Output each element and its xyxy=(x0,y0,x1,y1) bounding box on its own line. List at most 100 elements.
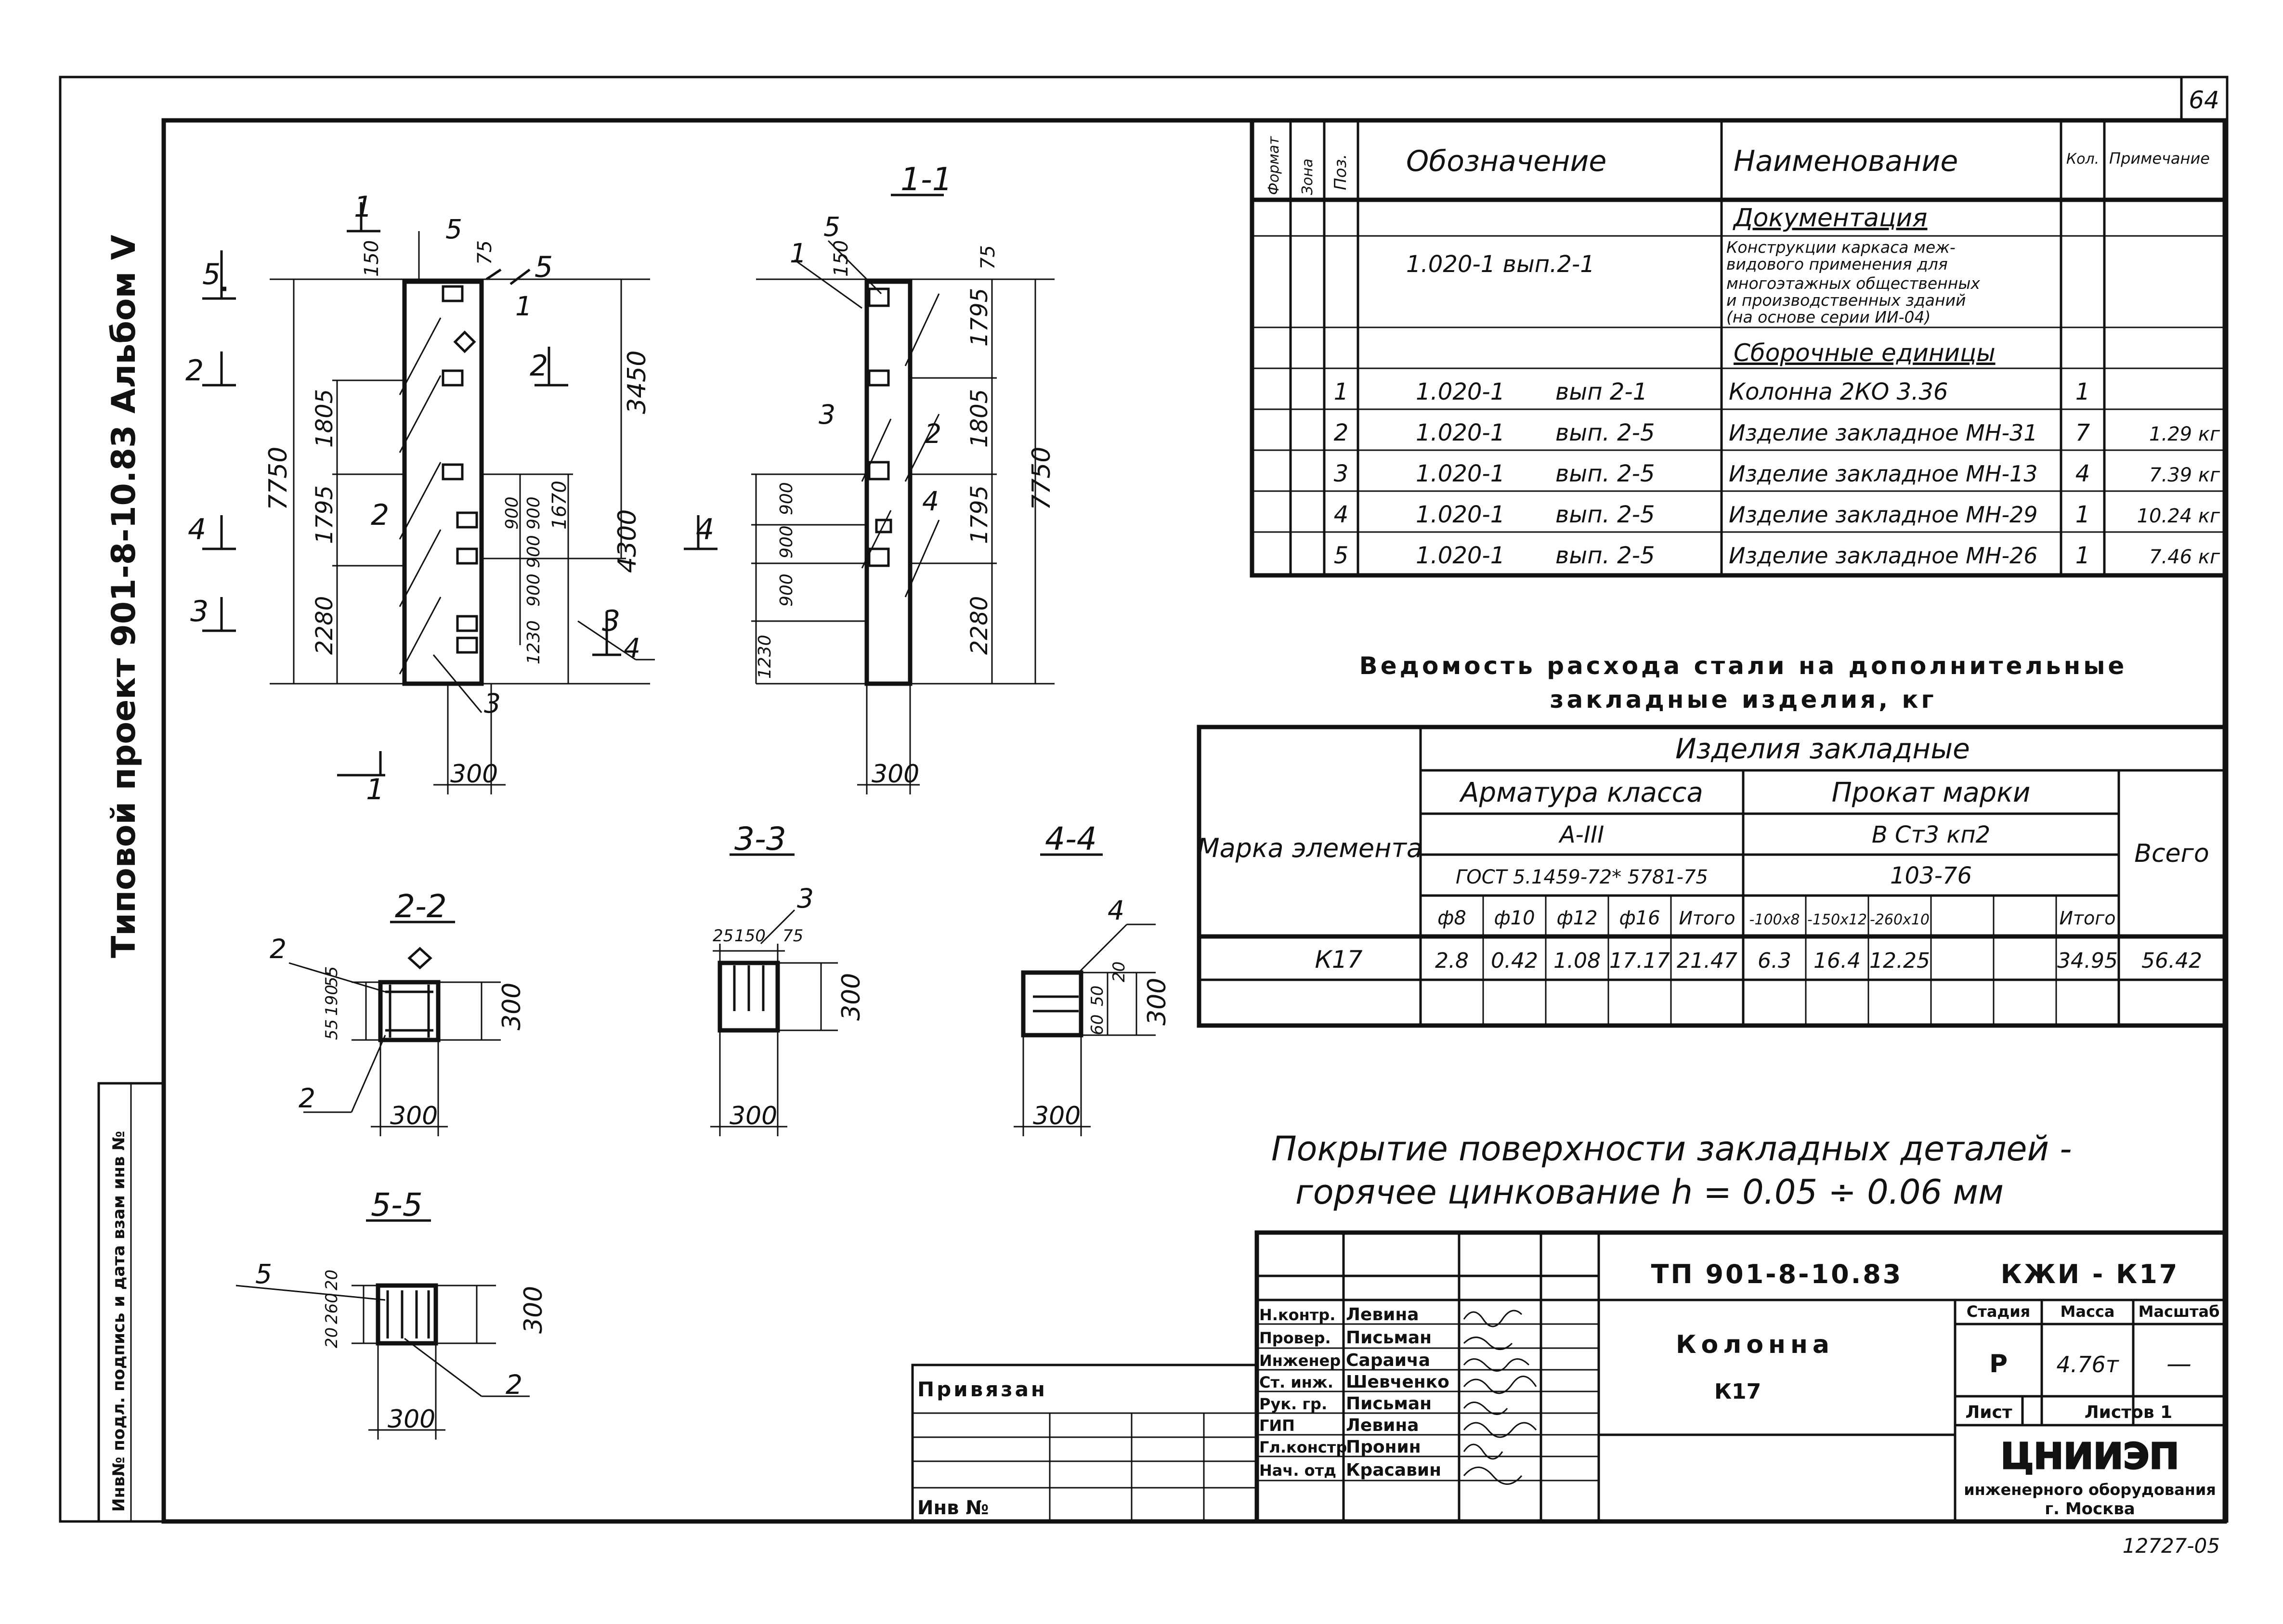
dim-75a: 75 xyxy=(474,240,496,265)
dim-150a: 150 xyxy=(361,240,383,277)
steel-val-4: 17.17 xyxy=(1609,948,1670,973)
s11-pos-1: 1 xyxy=(790,238,807,269)
tb-role-5: ГИП xyxy=(1259,1416,1295,1435)
s11-dim-75: 75 xyxy=(977,245,999,270)
spec-doc-name-4: и производственных зданий xyxy=(1726,291,1966,310)
s11-dim-1795b: 1795 xyxy=(966,485,993,544)
s11-pos-2: 2 xyxy=(925,418,941,449)
dim-1230a: 1230 xyxy=(524,620,544,664)
section-1-1: 1-1 5 1 3 2 4 150 75 17 xyxy=(751,161,1056,794)
section-3-3: 3-3 3 25 150 75 300 300 xyxy=(710,820,866,1136)
spec-row-qty: 1 xyxy=(2075,542,2090,569)
tb-role-3: Ст. инж. xyxy=(1259,1373,1333,1391)
tb-stage: Р xyxy=(1989,1350,2008,1378)
sheet-number: 64 xyxy=(2189,86,2219,114)
steel-val-7: 16.4 xyxy=(1813,948,1861,973)
section-2-2: 2-2 2 2 55 190 55 300 300 xyxy=(270,888,526,1136)
spec-row-pos: 2 xyxy=(1334,419,1349,446)
tb-element-name: Колонна xyxy=(1676,1330,1834,1359)
cut-label-1a: 1 xyxy=(354,190,372,224)
spec-h-name: Наименование xyxy=(1734,144,1958,178)
spec-row-pos: 3 xyxy=(1334,460,1349,487)
s22-pos-2b: 2 xyxy=(299,1083,315,1114)
spec-row-issue: вып 2-1 xyxy=(1555,378,1647,405)
steel-sub-8: -260x10 xyxy=(1870,911,1930,928)
signature-3 xyxy=(1463,1376,1537,1394)
dim-900b: 900 xyxy=(524,496,544,530)
steel-val-6: 6.3 xyxy=(1758,948,1791,973)
tb-role-0: Н.контр. xyxy=(1259,1306,1335,1324)
pos-label-4: 4 xyxy=(624,633,640,663)
s22-dim-55a: 55 xyxy=(322,966,341,987)
spec-row-issue: вып. 2-5 xyxy=(1555,419,1655,446)
spec-row-designation: 1.020-1 xyxy=(1416,460,1505,487)
steel-sub-5: Итого xyxy=(1679,908,1735,929)
tb-name-5: Левина xyxy=(1346,1416,1419,1435)
s44-dim-300h: 300 xyxy=(1033,1102,1081,1130)
s55-dim-20a: 20 xyxy=(322,1270,341,1290)
spec-row-name: Изделие закладное МН-13 xyxy=(1729,461,2038,487)
left-strip-text: Инв№ подл. подпись и дата взам инв № xyxy=(109,1131,129,1512)
section-4-4: 4-4 4 20 50 60 300 300 xyxy=(1014,820,1172,1136)
spec-doc-name-3: многоэтажных общественных xyxy=(1726,274,1980,293)
spec-row-note: 7.46 кг xyxy=(2149,546,2220,568)
s44-dim-300v: 300 xyxy=(1143,978,1172,1026)
column-elevation: 5 5 2 2 4 4 3 3 1 1 5 1 2 3 4 150 75 345… xyxy=(185,190,718,806)
s11-dim-1230: 1230 xyxy=(755,635,775,679)
tb-role-6: Гл.констр xyxy=(1259,1438,1347,1456)
section-1-1-title: 1-1 xyxy=(900,161,952,198)
steel-sub-6: -100x8 xyxy=(1749,911,1800,928)
signature-2 xyxy=(1463,1358,1530,1372)
section-5-5-title: 5-5 xyxy=(371,1186,423,1223)
org-logo: ЦНИИЭП xyxy=(2001,1436,2179,1477)
s55-pos-5: 5 xyxy=(255,1259,272,1289)
steel-h-profile-mark: В Ст3 кп2 xyxy=(1872,821,1990,848)
steel-val-2: 0.42 xyxy=(1491,948,1538,973)
steel-table: Ведомость расхода стали на дополнительны… xyxy=(1197,652,2227,1028)
cut-label-4a: 4 xyxy=(188,513,206,546)
section-3-3-title: 3-3 xyxy=(734,820,786,857)
steel-row-total: 56.42 xyxy=(2141,948,2202,973)
signature-7 xyxy=(1463,1467,1523,1485)
tb-role-1: Провер. xyxy=(1259,1329,1331,1347)
tb-name-3: Шевченко xyxy=(1346,1372,1449,1392)
tb-name-4: Письман xyxy=(1346,1394,1432,1414)
tb-role-2: Инженер xyxy=(1259,1351,1341,1370)
spec-row-qty: 1 xyxy=(2075,378,2090,405)
spec-h-qty: Кол. xyxy=(2066,151,2099,168)
inv-label: Инв № xyxy=(917,1497,989,1519)
s55-dim-20b: 20 xyxy=(322,1327,341,1348)
tb-org-line1: инженерного оборудования xyxy=(1964,1481,2216,1499)
s44-dim-50: 50 xyxy=(1088,986,1107,1006)
s44-dim-20: 20 xyxy=(1109,961,1129,982)
section-5-5: 5-5 5 2 20 260 20 300 300 xyxy=(235,1186,548,1440)
steel-h-rebar-class: А-III xyxy=(1558,821,1605,848)
signature-5 xyxy=(1463,1422,1537,1438)
steel-sub-1: ф8 xyxy=(1437,907,1466,929)
dim-4300: 4300 xyxy=(613,509,642,573)
cut-label-1b: 1 xyxy=(366,773,384,806)
tb-name-6: Пронин xyxy=(1346,1437,1421,1457)
cut-label-2b: 2 xyxy=(530,349,548,383)
s33-dim-25: 25 xyxy=(713,926,733,946)
spec-row-note: 10.24 кг xyxy=(2137,505,2220,527)
steel-val-3: 1.08 xyxy=(1553,948,1601,973)
s11-dim-900b: 900 xyxy=(777,525,796,559)
note-line-2: горячее цинкование h = 0.05 ÷ 0.06 мм xyxy=(1295,1172,2004,1212)
s11-pos-5: 5 xyxy=(823,211,840,242)
linked-block: Привязан Инв № xyxy=(911,1364,1258,1523)
tb-element-mark: К17 xyxy=(1714,1379,1761,1404)
tb-code: ТП 901-8-10.83 xyxy=(1651,1259,1903,1289)
steel-sub-7: -150x12 xyxy=(1807,911,1867,928)
pos-label-2: 2 xyxy=(371,498,389,532)
spec-row: 4 1.020-1 вып. 2-5 Изделие закладное МН-… xyxy=(1334,501,2220,528)
steel-h-profile-gost: 103-76 xyxy=(1890,862,1972,889)
pos-label-5: 5 xyxy=(445,214,462,245)
linked-label: Привязан xyxy=(917,1377,1047,1401)
s33-pos-3: 3 xyxy=(797,883,814,914)
cut-label-5a: 5 xyxy=(202,258,221,291)
note-line-1: Покрытие поверхности закладных деталей - xyxy=(1271,1129,2072,1169)
dim-2280a: 2280 xyxy=(311,596,338,655)
s33-dim-75: 75 xyxy=(783,926,803,946)
s11-dim-7750: 7750 xyxy=(1027,447,1056,510)
